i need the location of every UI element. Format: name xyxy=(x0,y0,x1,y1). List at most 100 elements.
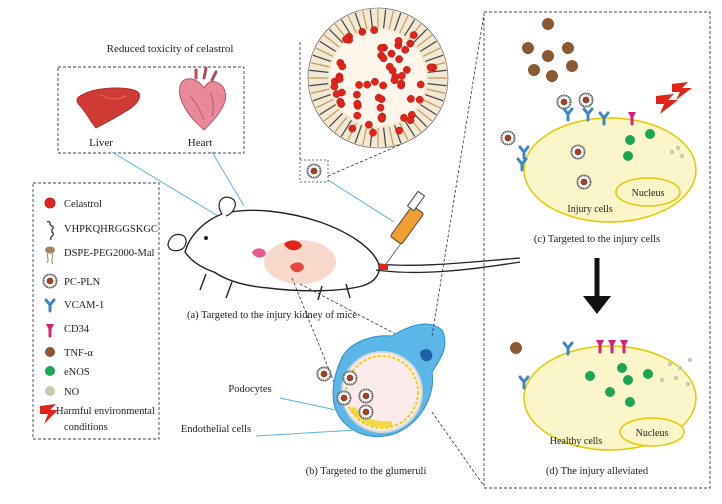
legend-celastrol-icon xyxy=(44,197,56,209)
lipid-spike xyxy=(310,62,330,68)
lipid-spike xyxy=(328,28,344,44)
lipid-spike xyxy=(315,99,334,109)
heart-leader-line xyxy=(211,151,245,207)
celastrol-dot xyxy=(406,116,415,125)
lipid-spike xyxy=(354,124,363,144)
legend-box xyxy=(32,182,160,440)
np-leader-line xyxy=(327,179,395,223)
zoom-line-cell-bottom xyxy=(431,411,485,487)
legend-peptide-icon xyxy=(46,220,54,241)
label-injury-cells: Injury cells xyxy=(567,204,612,215)
legend-label-harmful-2: conditions xyxy=(64,422,108,433)
legend-label-lipid: DSPE-PEG2000-Mal xyxy=(64,248,155,259)
lipid-spike xyxy=(416,34,433,48)
cell-np-4 xyxy=(570,144,586,160)
celastrol-dot xyxy=(406,39,415,48)
lipid-spike xyxy=(310,88,330,94)
celastrol-dot xyxy=(415,95,424,104)
syringe-icon xyxy=(385,190,426,265)
celastrol-dot xyxy=(338,62,347,71)
lipid-spike xyxy=(416,108,433,122)
lipid-spike xyxy=(424,54,444,63)
no-injury xyxy=(669,145,685,159)
nucleus-injury xyxy=(615,177,681,207)
lipid-spike xyxy=(347,15,357,34)
label-endothelial: Endothelial cells xyxy=(181,424,251,435)
lipid-spike xyxy=(427,83,447,87)
legend-label-enos: eNOS xyxy=(64,367,90,378)
nucleus-healthy xyxy=(619,417,685,447)
celastrol-dot xyxy=(353,90,361,99)
lipid-spike xyxy=(388,126,394,146)
lipid-spike xyxy=(412,28,428,44)
celastrol-dot xyxy=(335,75,344,83)
lipid-spike xyxy=(328,112,344,128)
celastrol-dot xyxy=(363,80,372,89)
celastrol-dot xyxy=(369,128,377,137)
celastrol-dot xyxy=(379,54,388,63)
lipid-spike xyxy=(404,120,416,137)
enos-healthy xyxy=(585,363,653,407)
legend-nanoparticle-icon xyxy=(42,273,58,289)
glom-np-4 xyxy=(358,404,374,420)
no-healthy xyxy=(659,357,693,387)
celastrol-dot xyxy=(376,103,385,112)
mouse-icon xyxy=(167,196,521,301)
lipid-spike xyxy=(393,124,402,144)
celastrol-dot xyxy=(342,35,350,44)
glom-np-3 xyxy=(358,388,374,404)
celastrol-dot xyxy=(395,126,404,135)
lipid-spike xyxy=(399,122,409,141)
label-podocytes: Podocytes xyxy=(228,384,271,395)
celastrol-dot xyxy=(377,95,386,103)
celastrol-dot xyxy=(353,99,362,108)
down-arrow-icon xyxy=(583,258,611,314)
liver-label: Liver xyxy=(89,137,113,149)
lipid-spike xyxy=(412,112,428,128)
cell-np-5 xyxy=(576,174,592,190)
legend-label-pcpln: PC-PLN xyxy=(64,277,101,288)
glom-np-2 xyxy=(336,390,352,406)
celastrol-dot xyxy=(353,111,362,120)
celastrol-dot xyxy=(377,44,385,52)
celastrol-dot xyxy=(409,31,418,39)
lipid-spike xyxy=(312,93,332,102)
lipid-spike xyxy=(393,12,402,32)
lipid-spike xyxy=(424,93,444,102)
small-nanoparticle-icon xyxy=(306,163,322,179)
lipid-spike xyxy=(334,116,348,133)
celastrol-dot xyxy=(332,90,341,98)
lipid-spike xyxy=(362,126,368,146)
zoom-line-cell-top xyxy=(431,13,485,337)
lipid-spike xyxy=(399,15,409,34)
lipid-spike xyxy=(312,54,332,63)
legend-label-peptide: VHPKQHRGGSKGC xyxy=(64,224,158,235)
lipid-spike xyxy=(427,69,447,73)
heart-label: Heart xyxy=(188,137,212,149)
cell-np-1 xyxy=(500,130,516,146)
cell-panel-box xyxy=(483,11,711,489)
celastrol-dot xyxy=(401,45,410,54)
podocytes-leader xyxy=(279,397,337,411)
legend-vcam-icon xyxy=(44,298,56,313)
label-healthy-cells: Healthy cells xyxy=(550,436,603,447)
tnf-cluster-top xyxy=(522,18,578,82)
nanoparticle-detail-icon xyxy=(307,7,449,149)
caption-d: (d) The injury alleviated xyxy=(546,466,649,477)
caption-a: (a) Targeted to the injury kidney of mic… xyxy=(187,310,357,321)
legend-label-no: NO xyxy=(64,387,80,398)
endothelial-leader xyxy=(255,429,357,437)
legend-label-cd34: CD34 xyxy=(64,324,90,335)
vcam-2 xyxy=(582,107,594,122)
np-zoom-box xyxy=(299,159,329,183)
celastrol-dot xyxy=(387,49,396,58)
legend-label-tnf: TNF-α xyxy=(64,348,93,359)
lipid-spike xyxy=(422,47,441,57)
zoom-line-glom-left xyxy=(291,277,335,383)
vcam-1 xyxy=(562,107,574,122)
caption-b: (b) Targeted to the glumeruli xyxy=(306,466,427,477)
lipid-spike xyxy=(404,19,416,36)
zoom-line-bottom xyxy=(327,143,403,177)
celastrol-dot xyxy=(364,120,373,129)
